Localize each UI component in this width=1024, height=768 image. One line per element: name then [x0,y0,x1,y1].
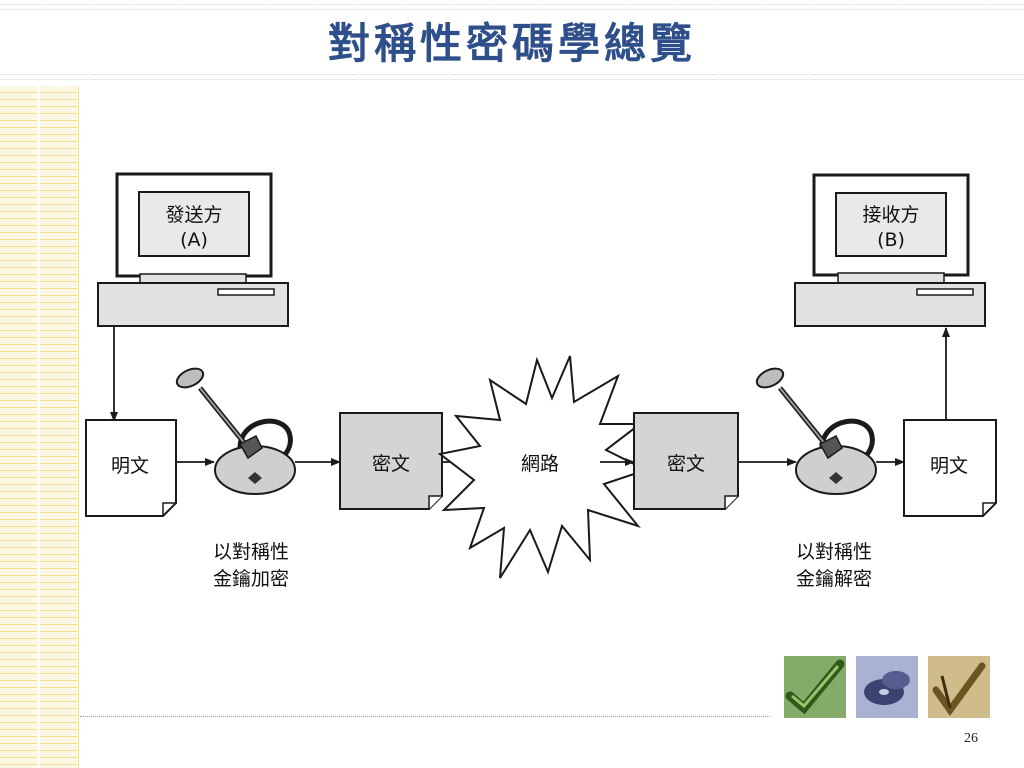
decrypt-lock-key-icon [755,367,877,495]
left-decorative-strip [0,86,79,768]
network-starburst-icon [437,355,649,579]
encrypt-caption-line1: 以對稱性 [213,541,289,563]
footer-divider [80,716,770,717]
ciphertext-left-doc [339,412,443,510]
receiver-computer-icon [794,173,986,327]
plaintext-right-doc [903,419,997,517]
page-title-text: 對稱性密碼學總覽 [317,19,706,68]
page-title: 對稱性密碼學總覽 [0,10,1024,71]
network-label: 網路 [521,453,559,475]
encrypt-lock-key-icon [175,367,296,495]
decrypt-caption-line1: 以對稱性 [796,541,872,563]
plaintext-left-doc [85,419,177,517]
page-number: 26 [964,731,978,746]
plaintext-left-label: 明文 [111,455,149,477]
cd-disc-icon [856,656,918,718]
plaintext-right-label: 明文 [930,455,968,477]
receiver-label-line2: (B) [877,229,905,251]
pen-checkmark-icon [928,656,990,718]
receiver-label-line1: 接收方 [862,204,919,226]
green-checkmark-icon [784,656,846,718]
encrypt-caption-line2: 金鑰加密 [213,568,289,590]
sender-label-line1: 發送方 [165,204,222,226]
ciphertext-right-doc [633,412,739,510]
sender-computer-icon [97,172,289,327]
ciphertext-left-label: 密文 [372,453,410,475]
sender-label-line2: (A) [180,229,208,251]
decrypt-caption-line2: 金鑰解密 [796,568,872,590]
ciphertext-right-label: 密文 [667,453,705,475]
